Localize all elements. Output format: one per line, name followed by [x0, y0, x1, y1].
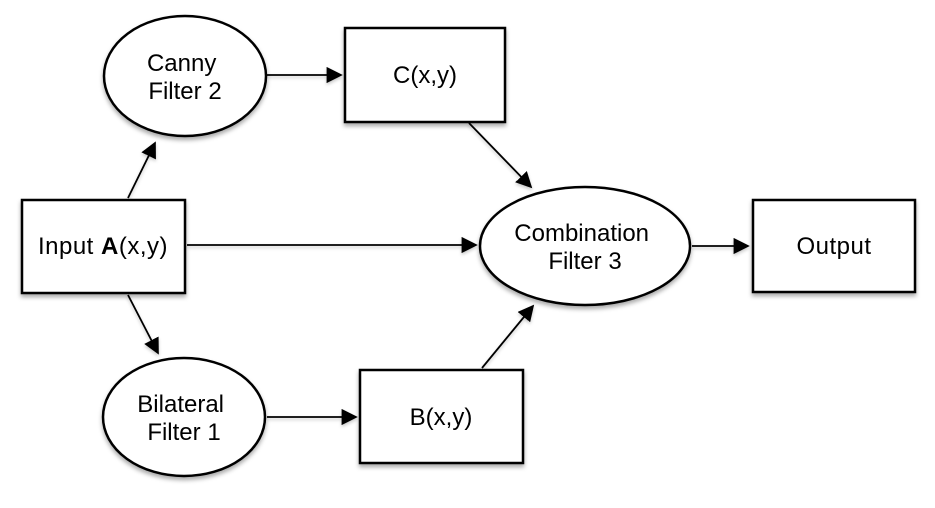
- node-input: Input A(x,y): [20, 198, 187, 295]
- edges-layer: [127, 66, 750, 426]
- edge-b-to-combination: [481, 304, 535, 369]
- edge-c-to-combination: [468, 122, 533, 189]
- node-c-box: C(x,y): [343, 26, 507, 124]
- edge-input-to-bilateral: [127, 294, 159, 355]
- node-output: Output: [751, 198, 917, 294]
- b-box-label: B(x,y): [410, 404, 473, 431]
- combination-ellipse: [478, 185, 692, 307]
- bilateral-ellipse: [101, 356, 267, 478]
- c-box-rect: [343, 26, 507, 124]
- canny-ellipse: [102, 14, 268, 138]
- output-label: Output: [796, 233, 871, 260]
- c-box-label: C(x,y): [393, 62, 457, 89]
- canny-label: Canny Filter 2: [147, 50, 223, 105]
- edge-input-to-canny: [127, 141, 156, 199]
- bilateral-label: Bilateral Filter 1: [137, 391, 230, 446]
- node-bilateral-filter-1: Bilateral Filter 1: [101, 356, 267, 478]
- input-label: Input A(x,y): [38, 233, 168, 260]
- b-box-rect: [358, 368, 525, 465]
- combination-label: Combination Filter 3: [514, 220, 655, 275]
- input-rect: [20, 198, 187, 295]
- output-rect: [751, 198, 917, 294]
- node-canny-filter-2: Canny Filter 2: [102, 14, 268, 138]
- node-b-box: B(x,y): [358, 368, 525, 465]
- nodes-layer: Canny Filter 2 C(x,y) Input A(x,y): [20, 14, 917, 478]
- node-combination-filter-3: Combination Filter 3: [478, 185, 692, 307]
